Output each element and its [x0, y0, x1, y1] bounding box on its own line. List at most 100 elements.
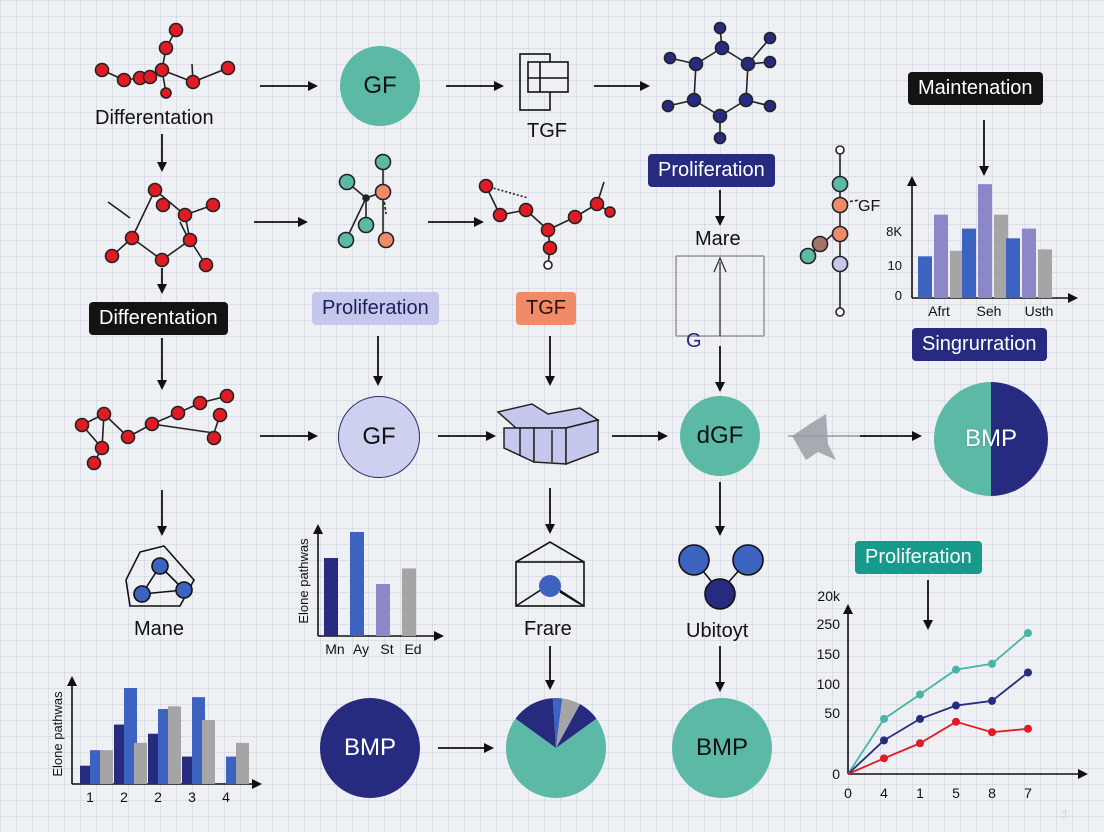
data-point	[988, 728, 996, 737]
y-tick-label: 100	[817, 676, 841, 692]
plot-frame-icon	[675, 255, 765, 337]
bar	[202, 720, 215, 784]
bar	[962, 228, 976, 298]
data-point	[1024, 668, 1032, 677]
proliferation-badge-lavender: Proliferation	[312, 292, 439, 325]
bar	[236, 742, 249, 784]
molecule-vertical-chain	[799, 145, 861, 317]
data-point	[880, 714, 888, 723]
differentiation-badge: Differentation	[89, 302, 228, 335]
cluster-icon	[788, 414, 872, 460]
y-tick-label: 250	[817, 616, 841, 632]
bar	[182, 756, 195, 784]
bmp-circle-navy: BMP	[320, 698, 420, 798]
x-tick-label: Mn	[325, 641, 344, 657]
pie-slice	[506, 718, 606, 798]
gf-side-label: GF	[858, 198, 881, 215]
x-tick-label: 1	[916, 785, 924, 801]
x-tick-label: Ay	[353, 641, 369, 657]
data-point	[988, 659, 996, 668]
series-line	[847, 671, 1029, 775]
bar	[324, 558, 338, 636]
molecule-teal-small	[337, 153, 395, 249]
mare-label: Mare	[695, 228, 741, 250]
bar	[80, 765, 93, 784]
x-tick-label: 2	[154, 789, 162, 805]
bmp-circle-split-label: BMP	[964, 425, 1017, 452]
molecule-navy-hexagon	[661, 21, 777, 145]
x-tick-label: 3	[188, 789, 196, 805]
tgf-label: TGF	[527, 120, 567, 142]
bar-chart-top-right: Afrt Seh Usth 0 10 8K	[886, 176, 1078, 319]
bmp-circle-teal-label: BMP	[695, 734, 748, 761]
folded-box-icon	[496, 403, 600, 466]
bar	[148, 733, 161, 784]
bar	[978, 184, 992, 298]
y-tick-label: 10	[888, 258, 902, 273]
x-tick-label: 8	[988, 785, 996, 801]
data-point	[880, 754, 888, 763]
dgf-circle-label: dGF	[696, 422, 744, 449]
molecule-top-left	[94, 22, 236, 99]
x-tick-label: 4	[880, 785, 888, 801]
gf-circle-middle: GF	[338, 396, 420, 478]
ubitoyt-label: Ubitoyt	[686, 620, 749, 642]
tgf-box-icon	[519, 53, 569, 111]
bar	[1022, 228, 1036, 298]
gf-circle-top: GF	[340, 46, 420, 126]
bar	[158, 709, 171, 784]
x-tick-label: 4	[222, 789, 230, 805]
data-point	[916, 739, 924, 748]
bmp-circle-navy-label: BMP	[343, 734, 396, 761]
bar	[226, 756, 239, 784]
bmp-circle-split: BMP	[934, 382, 1048, 496]
maintenance-badge: Maintenation	[908, 72, 1043, 105]
pie-slice	[552, 698, 563, 748]
three-node-icon	[678, 544, 764, 610]
y-tick-label: 50	[824, 705, 840, 721]
x-tick-label: Ed	[404, 641, 421, 657]
bar	[350, 532, 364, 636]
data-point	[1024, 629, 1032, 638]
y-axis-title: Elone pathwas	[296, 538, 311, 624]
x-tick-label: 2	[120, 789, 128, 805]
x-tick-label: Seh	[977, 303, 1002, 319]
pie-slice	[515, 698, 556, 748]
x-tick-label: St	[380, 641, 393, 657]
x-tick-label: Afrt	[928, 303, 950, 319]
bar	[114, 724, 127, 784]
pie-chart	[506, 698, 606, 798]
bar	[100, 750, 113, 784]
bar	[192, 697, 205, 784]
bmp-circle-teal: BMP	[672, 698, 772, 798]
bar	[934, 214, 948, 298]
y-tick-label: 8K	[886, 224, 902, 239]
bar	[124, 688, 137, 784]
mane-label: Mane	[134, 618, 185, 640]
pie-slice	[556, 698, 581, 748]
data-point	[952, 701, 960, 710]
y-tick-label: 0	[895, 288, 902, 303]
data-point	[1024, 724, 1032, 733]
gf-circle-top-label: GF	[363, 72, 397, 99]
series-line	[847, 720, 1029, 775]
molecule-chain-red	[74, 388, 235, 471]
molecule-hexagon-red	[104, 182, 221, 273]
flow-arrows	[157, 81, 989, 753]
data-point	[916, 690, 924, 699]
bar	[918, 256, 932, 298]
data-point	[880, 736, 888, 745]
bar	[950, 250, 964, 298]
proliferation-badge-teal: Proliferation	[855, 541, 982, 574]
bar-chart-middle: Mn Ay St Ed Elone pathwas	[296, 524, 444, 657]
y-tick-label: 150	[817, 646, 841, 662]
pie-slice	[556, 704, 597, 748]
bar	[994, 214, 1008, 298]
data-point	[916, 714, 924, 723]
x-tick-label: 1	[86, 789, 94, 805]
x-tick-label: 7	[1024, 785, 1032, 801]
x-tick-label: Usth	[1025, 303, 1054, 319]
bar	[376, 584, 390, 636]
